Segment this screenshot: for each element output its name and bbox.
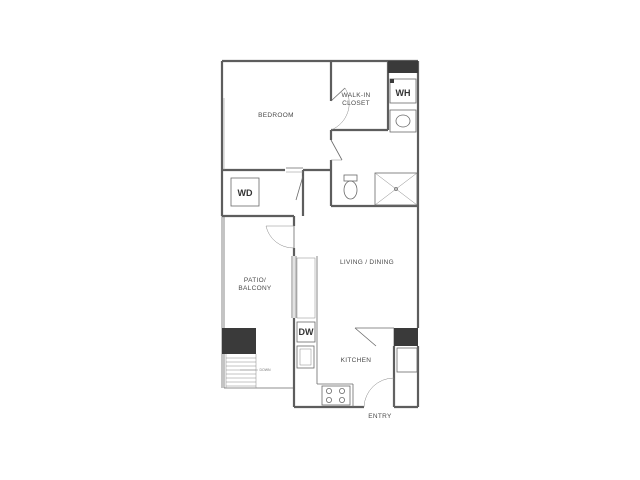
- sliding-door: [291, 256, 297, 318]
- stairs-label: DOWN: [259, 368, 271, 372]
- washer-dryer: WD: [230, 177, 260, 207]
- bedroom-door: [286, 139, 343, 173]
- patio-label-line2: BALCONY: [238, 285, 272, 292]
- patio-label-line1: PATIO/: [244, 277, 266, 284]
- entry-label: ENTRY: [368, 413, 392, 420]
- bedroom-label: BEDROOM: [258, 112, 294, 119]
- washer-dryer-label: WD: [238, 188, 253, 198]
- patio-storage: [222, 328, 256, 354]
- kitchen-counter: [316, 256, 354, 407]
- walls: [220, 59, 420, 409]
- wd-door: [295, 175, 304, 201]
- fridge: [296, 257, 316, 319]
- dishwasher-label: DW: [299, 327, 314, 337]
- closet-label-line1: WALK-IN: [342, 92, 371, 99]
- water-heater-label: WH: [396, 88, 411, 98]
- stairs: DOWN: [225, 354, 271, 388]
- toilet: [343, 174, 358, 200]
- kitchen-label: KITCHEN: [341, 357, 372, 364]
- shower: [374, 172, 418, 206]
- entry-shelf: [396, 347, 418, 373]
- dishwasher: DW: [296, 321, 316, 343]
- kitchen-sink: [296, 345, 315, 369]
- closet-label-line2: CLOSET: [342, 100, 370, 107]
- bath-sink: [389, 109, 417, 133]
- closet-door: [330, 87, 350, 131]
- entry-closet: [354, 327, 418, 347]
- water-heater: WH: [388, 61, 418, 104]
- stove: [321, 385, 351, 406]
- entry-door: [363, 377, 395, 408]
- patio-door: [265, 225, 295, 249]
- living-label: LIVING / DINING: [340, 259, 394, 266]
